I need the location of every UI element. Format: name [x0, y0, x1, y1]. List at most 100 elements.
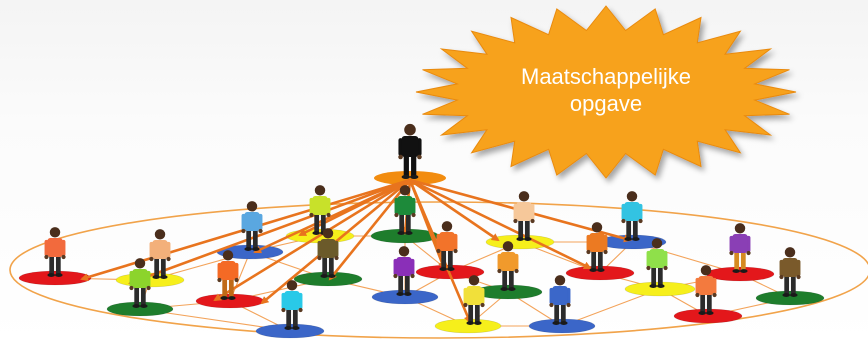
person-arm	[796, 259, 801, 277]
person-shoe	[132, 304, 140, 308]
person-arm	[779, 259, 784, 277]
person-arm	[317, 240, 322, 258]
person-hand	[497, 268, 502, 274]
person-shoe	[790, 293, 798, 297]
person-arm	[549, 287, 554, 305]
person-disc	[106, 301, 174, 317]
person-head	[404, 123, 416, 136]
person-shoe	[657, 284, 665, 288]
person-arm	[281, 292, 286, 310]
person-leg	[134, 286, 140, 307]
person-hand	[394, 212, 399, 218]
person-hand	[453, 248, 458, 254]
person-shoe	[560, 321, 568, 325]
person-hand	[417, 154, 422, 160]
person-head	[246, 201, 258, 212]
person-shoe	[624, 237, 632, 241]
person-icon	[586, 222, 608, 272]
person-icon	[281, 280, 303, 330]
person-leg	[508, 269, 514, 290]
person-leg	[784, 275, 790, 296]
person-torso	[649, 249, 665, 268]
person-head	[441, 221, 453, 232]
person-leg	[632, 219, 638, 240]
person-torso	[220, 261, 236, 280]
person-hand	[298, 307, 303, 313]
person-icon	[129, 258, 151, 308]
person-leg	[55, 255, 61, 276]
person-leg	[474, 303, 480, 324]
person-head	[591, 222, 603, 233]
person-icon	[513, 191, 535, 241]
person-torso	[732, 234, 748, 253]
person-icon	[317, 228, 339, 278]
person-icon	[394, 185, 416, 235]
person-leg	[591, 250, 597, 271]
person-shoe	[410, 174, 419, 180]
person-shoe	[706, 311, 714, 315]
person-torso	[698, 276, 714, 295]
hub-arrow	[409, 178, 592, 270]
person-leg	[706, 293, 712, 314]
person-hand	[234, 277, 239, 283]
person-hand	[779, 274, 784, 280]
person-head	[700, 265, 712, 276]
person-shoe	[292, 326, 300, 330]
person-leg	[524, 219, 530, 240]
person-leg	[322, 256, 328, 277]
person-shoe	[396, 292, 404, 296]
person-icon	[621, 191, 643, 241]
person-arm	[746, 235, 751, 253]
person-head	[784, 247, 796, 258]
person-shoe	[474, 321, 482, 325]
person-icon	[779, 247, 801, 297]
person-shoe	[152, 275, 160, 279]
person-leg	[222, 278, 228, 299]
person-head	[314, 185, 326, 196]
person-hand	[549, 302, 554, 308]
person-leg	[651, 266, 657, 287]
person-hand	[586, 249, 591, 255]
person-head	[49, 227, 61, 238]
person-arm	[417, 138, 422, 156]
person-shoe	[782, 293, 790, 297]
person-torso	[516, 202, 532, 221]
person-shoe	[320, 274, 328, 278]
person-shoe	[220, 296, 228, 300]
person-disc	[293, 271, 363, 287]
person-icon	[241, 201, 263, 251]
person-head	[154, 229, 166, 240]
person-shoe	[589, 268, 597, 272]
hub-arrow	[213, 178, 411, 302]
hub-arrow	[409, 178, 500, 242]
person-arm	[258, 213, 263, 231]
person-shoe	[698, 311, 706, 315]
person-hand	[309, 212, 314, 218]
person-shoe	[466, 321, 474, 325]
person-icon	[646, 238, 668, 288]
person-arm	[480, 287, 485, 305]
person-leg	[160, 257, 166, 278]
person-hand	[398, 154, 403, 160]
hub-arrow	[128, 178, 411, 285]
person-hand	[317, 255, 322, 261]
person-hand	[746, 250, 751, 256]
person-shoe	[516, 237, 524, 241]
person-torso	[624, 202, 640, 221]
person-arm	[453, 233, 458, 251]
person-shoe	[632, 237, 640, 241]
person-leg	[468, 303, 474, 324]
person-arm	[530, 203, 535, 221]
person-leg	[49, 255, 55, 276]
person-hand	[436, 248, 441, 254]
person-shoe	[405, 231, 413, 235]
person-leg	[790, 275, 796, 296]
person-shoe	[312, 231, 320, 235]
person-arm	[436, 233, 441, 251]
person-head	[399, 185, 411, 196]
person-shoe	[328, 274, 336, 278]
person-hand	[326, 212, 331, 218]
person-hand	[566, 302, 571, 308]
person-head	[734, 223, 746, 234]
